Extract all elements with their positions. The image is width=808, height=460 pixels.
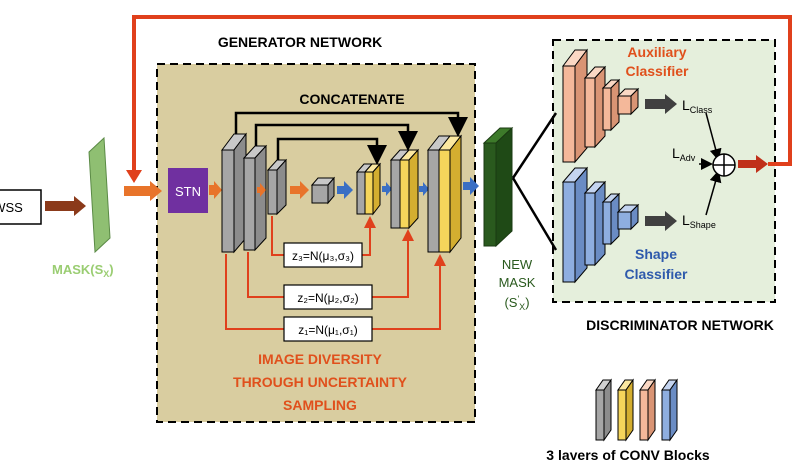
conv-block-icon [310,176,336,205]
shape-classifier-line-1: Shape [635,246,677,262]
conv-block-icon [242,144,268,252]
diversity-line-3: SAMPLING [283,397,357,413]
concat-arrow-icon [234,111,468,165]
shape-classifier-line-2: Classifier [624,266,688,282]
arrow-icon [124,181,162,201]
sum-circle-icon [712,153,736,177]
arrow-icon [290,181,309,199]
arrow-icon [645,211,677,231]
legend-label: 3 layers of CONV Blocks [546,447,710,460]
z1-label: z₁=N(μ₁,σ₁) [298,323,357,337]
input-wss-label: WSS [0,200,23,215]
diversity-line-2: THROUGH UNCERTAINTY [233,374,408,390]
shape-classifier-blocks [561,166,640,284]
conv-block-icon [426,134,463,254]
stn-box [168,168,208,213]
z2-box [283,284,373,310]
branch-line-bottom [511,177,558,251]
feedback-arrowhead [126,170,142,183]
arrow-icon [463,177,479,195]
aux-classifier-line-1: Auxiliary [627,44,686,60]
branch-line-top [511,112,558,179]
concatenate-label: CONCATENATE [299,91,404,107]
arrow-icon [45,196,86,216]
arrow-icon [645,94,677,114]
loss-shape-label: LShape [682,212,716,230]
new-mask-line-1: NEW [502,257,533,272]
generator-title: GENERATOR NETWORK [218,34,382,50]
mask-sx-label: MASK(SX) [52,262,114,279]
arrow-icon [738,155,768,173]
discriminator-title: DISCRIMINATOR NETWORK [586,317,774,333]
stn-label: STN [175,184,201,199]
arrow-icon [337,181,353,199]
conv-block-icon [266,158,288,216]
z3-label: z₃=N(μ₃,σ₃) [292,249,354,263]
arrow-icon [382,182,392,196]
conv-block-icon [355,162,382,216]
mask-sx-shape [88,136,111,254]
arrow-icon [419,182,429,196]
input-wss-box [0,189,42,225]
z3-box [283,242,363,268]
z2-label: z₂=N(μ₂,σ₂) [297,291,358,305]
auxiliary-classifier-blocks [562,48,640,164]
new-mask-line-3: (S'X) [504,294,529,312]
arrow-icon [257,183,266,197]
conv-block-icon [389,148,420,230]
new-mask-line-2: MASK [499,275,536,290]
legend-blocks [595,378,678,442]
arrow-icon [209,181,222,199]
loss-adv-label: LAdv [672,145,696,163]
conv-block-icon [221,132,247,254]
loss-class-label: LClass [682,97,713,115]
z1-box [283,316,373,342]
aux-classifier-line-2: Classifier [625,63,689,79]
diversity-line-1: IMAGE DIVERSITY [258,351,382,367]
feedback-loop-line [132,15,792,172]
